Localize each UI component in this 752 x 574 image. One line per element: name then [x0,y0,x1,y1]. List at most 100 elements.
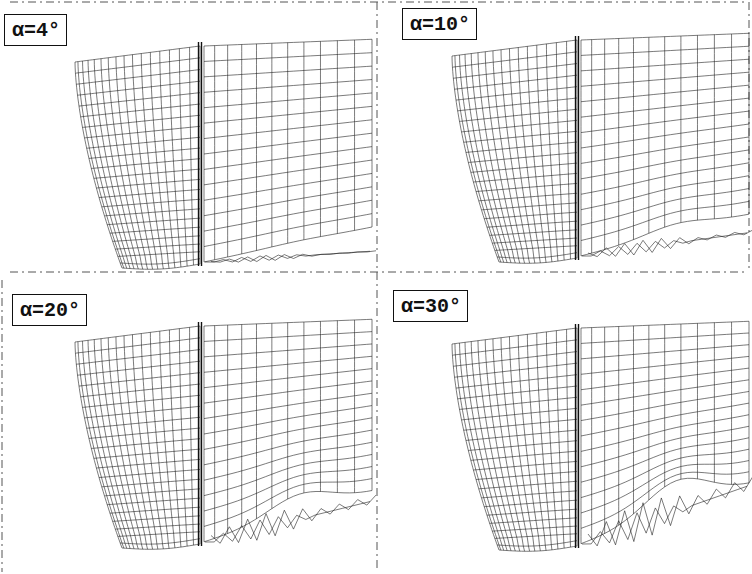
mesh-line [487,221,577,227]
mesh-line [567,41,571,259]
mesh-line [118,252,200,257]
mesh-line [132,335,157,549]
mesh-line [633,326,634,514]
junction-line [198,42,199,266]
mesh-line [604,327,605,533]
mesh-line [484,500,577,507]
mesh-line [581,33,749,40]
mesh-line [581,201,749,240]
mesh-line [458,98,577,111]
mesh-line [204,39,372,46]
mesh-line [481,491,577,498]
junction-line [575,324,576,548]
mesh-line [581,46,749,55]
mesh-line [581,356,749,374]
mesh-line [179,49,187,267]
mesh-line [546,332,557,549]
mesh-line [471,451,577,460]
mesh-line [271,43,272,247]
mesh-line [749,33,750,214]
mesh-line [118,532,200,537]
mesh-line [354,320,355,493]
junction-line [575,36,576,260]
mesh-line [577,40,578,258]
mesh-line [581,391,749,420]
mesh-line [320,41,321,236]
mesh-line [204,356,372,372]
mesh-line [452,328,577,344]
mesh-line [501,338,530,552]
mesh-line [204,160,372,185]
mesh-line [556,331,564,549]
mesh-line [456,375,577,388]
mesh-line [211,251,376,262]
mesh-line [110,507,200,513]
mesh-line [287,323,288,499]
mesh-line [115,524,200,529]
mesh-line [476,471,577,479]
mesh-line [581,472,749,529]
mesh-line [581,189,749,226]
mesh-line [204,344,372,357]
mesh-line [648,325,649,500]
mesh-line [160,51,175,268]
mesh-line [81,104,200,117]
mesh-line [479,481,577,489]
mesh-line [749,321,750,483]
junction-line [578,36,579,260]
mesh-line [83,115,200,127]
mesh-line [227,325,228,533]
mesh-line [731,34,732,217]
mesh-line [471,163,577,172]
mesh-line [99,189,200,197]
mesh-line [464,419,577,430]
mesh-line [110,227,200,233]
mesh-line [75,326,200,342]
angle-label-box: α=20° [12,294,87,326]
mesh-line [204,442,372,480]
mesh-line [453,64,577,79]
mesh-line [581,478,749,543]
mesh-line [618,38,619,245]
mesh-line [487,509,577,515]
mesh-line [495,534,577,539]
mesh-line [490,518,577,524]
mesh-line [460,397,577,409]
mesh-line [581,72,749,86]
junction-line [578,324,579,548]
mesh-line [204,80,372,93]
mesh-line [204,467,372,512]
mesh-line [160,331,175,548]
mesh-line [581,59,749,71]
mesh-line [169,330,180,547]
junction-line [198,322,199,546]
mesh-line [204,430,372,465]
mesh-line [468,441,577,451]
mesh-line [211,495,376,543]
mesh-line [501,50,530,264]
mesh-line [581,426,749,467]
mesh-line [320,321,321,491]
mesh-line [633,38,634,240]
mesh-line [452,52,577,67]
angle-label-box: α=30° [393,290,468,322]
mesh-line [464,131,577,142]
mesh-line [497,253,577,258]
mesh-line [94,169,200,178]
mesh-line [473,461,577,470]
junction-line [201,322,202,546]
mesh-panel [452,33,752,263]
mesh-line [466,430,577,440]
mesh-line [458,386,577,399]
mesh-line [509,49,534,263]
mesh-line [113,236,200,242]
angle-label: α=30° [401,295,460,319]
mesh-line [204,53,372,62]
mesh-line [204,106,372,123]
mesh-line [87,137,200,148]
mesh-line [455,75,577,89]
mesh-line [452,340,577,355]
mesh-line [179,329,187,547]
panel-border [2,280,3,572]
